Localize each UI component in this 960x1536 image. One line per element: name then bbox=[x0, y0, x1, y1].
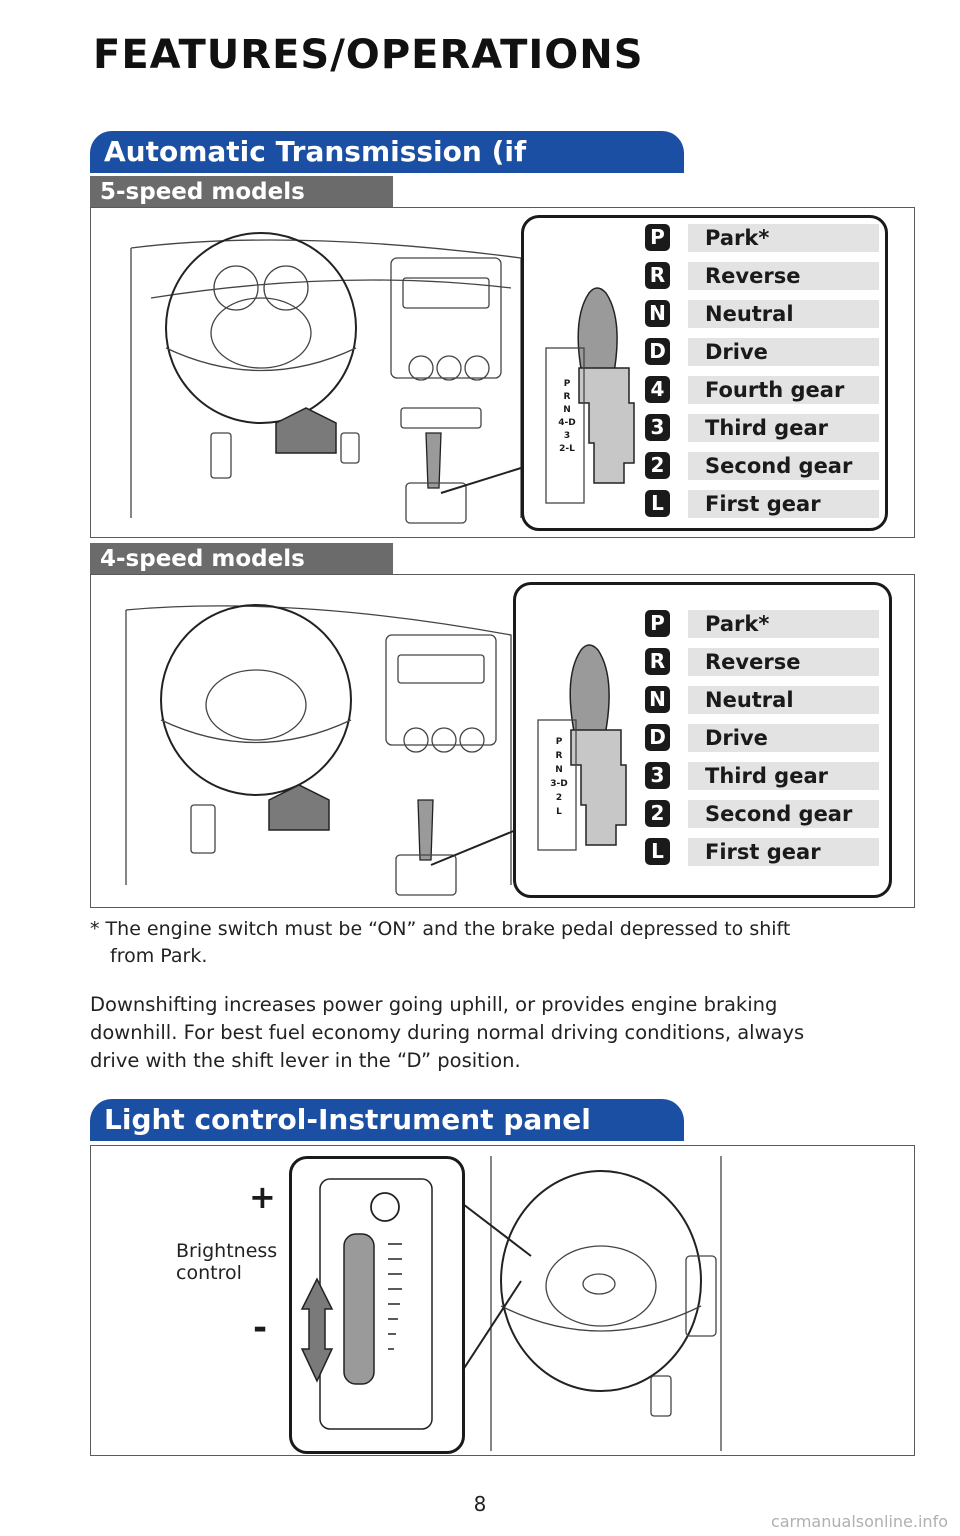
gear-label: Drive bbox=[688, 338, 879, 366]
gear-list-4-speed: P Park* R Reverse N Neutral D Drive 3 Third g… bbox=[645, 610, 885, 900]
brightness-dial-diagram bbox=[292, 1159, 462, 1451]
gear-letter-badge: 2 bbox=[645, 800, 670, 827]
gear-letter-badge: 3 bbox=[645, 414, 670, 441]
gear-label: First gear bbox=[688, 838, 879, 866]
gear-letter-badge: 4 bbox=[645, 376, 670, 403]
gear-label: Reverse bbox=[688, 262, 879, 290]
gear-letter-badge: 3 bbox=[645, 762, 670, 789]
panel-light-control bbox=[90, 1145, 915, 1456]
gear-letter-badge: 2 bbox=[645, 452, 670, 479]
gear-label: Park* bbox=[688, 224, 879, 252]
subheading-4-speed: 4-speed models bbox=[90, 543, 393, 575]
gear-label: Neutral bbox=[688, 300, 879, 328]
brightness-callout bbox=[289, 1156, 465, 1454]
gear-letter-badge: P bbox=[645, 610, 670, 637]
brightness-control-label: Brightness control bbox=[176, 1240, 277, 1284]
gear-letter-badge: D bbox=[645, 338, 670, 365]
subheading-5-speed: 5-speed models bbox=[90, 176, 393, 208]
gear-letter-badge: D bbox=[645, 724, 670, 751]
park-footnote: * The engine switch must be “ON” and the… bbox=[90, 916, 910, 970]
panel-5-speed: P R N 4-D 3 2-L P Park* R Reverse N Neutral… bbox=[90, 207, 915, 538]
gear-label: Third gear bbox=[688, 762, 879, 790]
gear-label: Reverse bbox=[688, 648, 879, 676]
gear-letter-badge: L bbox=[645, 838, 670, 865]
gear-letter-badge: L bbox=[645, 490, 670, 517]
page-title: FEATURES/OPERATIONS bbox=[93, 32, 644, 78]
gear-label: Second gear bbox=[688, 452, 879, 480]
panel-4-speed: P R N 3-D 2 L P Park* R Reverse N Neutral D… bbox=[90, 574, 915, 908]
section-heading-automatic-transmission: Automatic Transmission (if equipped) bbox=[90, 131, 684, 173]
gear-label: Fourth gear bbox=[688, 376, 879, 404]
gear-label: Park* bbox=[688, 610, 879, 638]
gear-letter-badge: N bbox=[645, 300, 670, 327]
gear-list-5-speed: P Park* R Reverse N Neutral D Drive 4 Fourth … bbox=[645, 224, 885, 524]
gear-letter-badge: P bbox=[645, 224, 670, 251]
brightness-increase-symbol: + bbox=[249, 1178, 276, 1216]
gate-labels-4-speed: P R N 3-D 2 L bbox=[544, 735, 574, 819]
gear-label: Second gear bbox=[688, 800, 879, 828]
downshifting-paragraph: Downshifting increases power going uphil… bbox=[90, 991, 910, 1075]
light-control-illustration bbox=[91, 1146, 914, 1455]
gear-letter-badge: R bbox=[645, 262, 670, 289]
section-heading-light-control: Light control-Instrument panel bbox=[90, 1099, 684, 1141]
gear-label: First gear bbox=[688, 490, 879, 518]
gear-letter-badge: N bbox=[645, 686, 670, 713]
gate-labels-5-speed: P R N 4-D 3 2-L bbox=[552, 378, 582, 456]
gear-label: Third gear bbox=[688, 414, 879, 442]
gear-label: Drive bbox=[688, 724, 879, 752]
brightness-decrease-symbol: - bbox=[253, 1308, 267, 1348]
gear-letter-badge: R bbox=[645, 648, 670, 675]
watermark: carmanualsonline.info bbox=[771, 1512, 948, 1531]
gear-label: Neutral bbox=[688, 686, 879, 714]
